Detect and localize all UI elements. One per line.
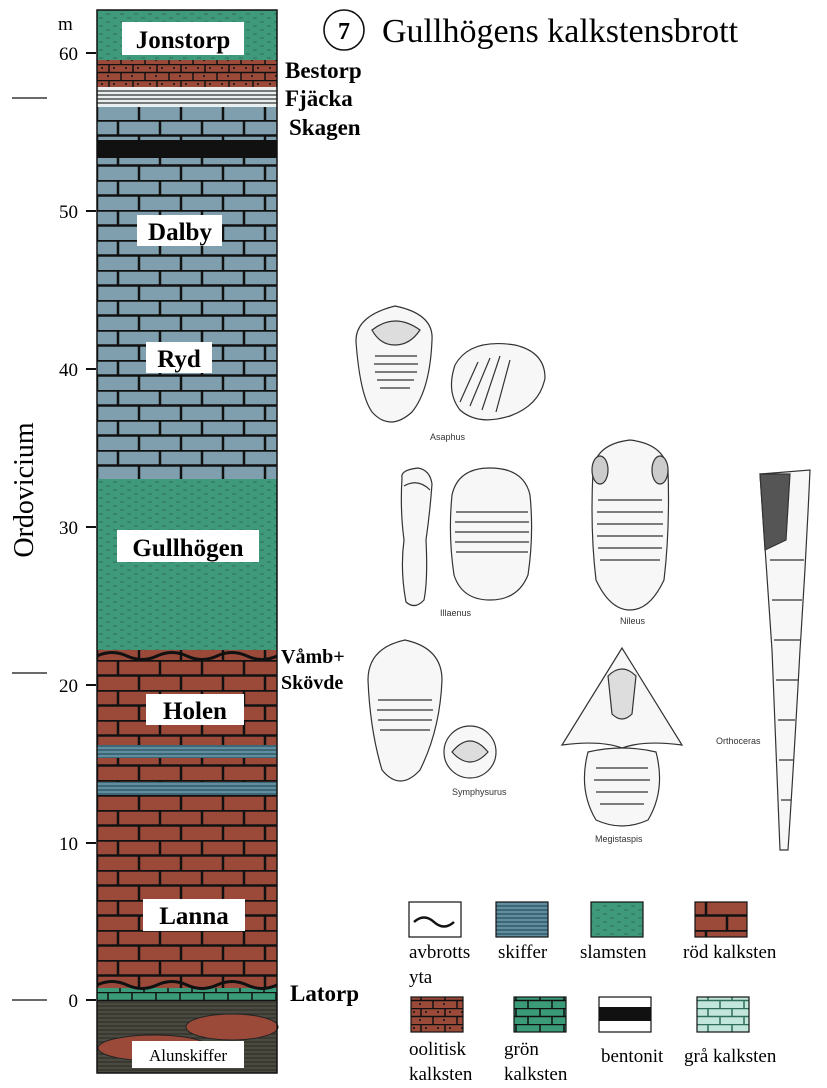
formation-label-alunskiffer: Alunskiffer bbox=[149, 1046, 227, 1065]
depth-axis: m 0 10 20 30 40 50 60 Ordovicium bbox=[9, 14, 96, 1012]
label-box bbox=[117, 530, 259, 562]
legend-label-gron-2: kalksten bbox=[504, 1064, 568, 1085]
fossil-caption-symphysurus: Symphysurus bbox=[452, 787, 507, 797]
legend-item-gra-kalksten: grå kalksten bbox=[684, 996, 777, 1067]
period-label: Ordovicium bbox=[9, 422, 40, 558]
legend: avbrotts yta skiffer slamsten röd kalkst… bbox=[408, 901, 777, 1085]
tick-label-50: 50 bbox=[59, 202, 78, 223]
legend-label-oolitisk-2: kalksten bbox=[409, 1064, 473, 1085]
legend-item-oolitisk-kalksten: oolitisk kalksten bbox=[409, 996, 473, 1085]
layer-gullhogen bbox=[97, 479, 277, 650]
alum-concretion bbox=[185, 1013, 279, 1041]
layer-bestorp bbox=[97, 60, 277, 87]
fossil-nileus: Nileus bbox=[591, 439, 670, 626]
fossil-illaenus: Illaenus bbox=[400, 467, 533, 618]
fossil-orthoceras: Orthoceras bbox=[716, 469, 811, 851]
legend-label-oolitisk: oolitisk bbox=[409, 1039, 467, 1060]
tick-label-40: 40 bbox=[59, 360, 78, 381]
layer-gray-limestone bbox=[97, 107, 277, 479]
formation-label-gullhogen: Gullhögen bbox=[132, 535, 243, 562]
fossil-illustrations: Asaphus Illaenus Nileus Orthoceras bbox=[355, 305, 811, 851]
legend-label-bentonit: bentonit bbox=[601, 1046, 664, 1067]
fossil-caption-illaenus: Illaenus bbox=[440, 608, 472, 618]
formation-label-latorp: Latorp bbox=[290, 981, 359, 1006]
fossil-symphysurus: Symphysurus bbox=[367, 639, 507, 797]
column-frame bbox=[96, 9, 278, 1074]
legend-item-gron-kalksten: grön kalksten bbox=[504, 996, 568, 1085]
tick-label-30: 30 bbox=[59, 518, 78, 539]
layer-fjacka bbox=[97, 87, 277, 107]
legend-label-avbrottsyta-2: yta bbox=[409, 967, 433, 988]
label-box bbox=[146, 694, 244, 725]
formation-label-bestorp: Bestorp bbox=[285, 58, 362, 83]
legend-label-avbrottsyta: avbrotts bbox=[409, 942, 470, 963]
axis-unit: m bbox=[58, 14, 73, 35]
discontinuity-surface bbox=[96, 651, 278, 661]
legend-label-gron: grön bbox=[504, 1039, 539, 1060]
legend-item-bentonit: bentonit bbox=[598, 996, 664, 1067]
fossil-caption-nileus: Nileus bbox=[620, 616, 646, 626]
side-labels: Bestorp Fjäcka Skagen Våmb+ Skövde Lator… bbox=[281, 58, 362, 1006]
stratigraphic-column: Jonstorp Dalby Ryd Gullhögen Holen Lanna… bbox=[96, 9, 279, 1074]
formation-label-ryd: Ryd bbox=[157, 346, 201, 373]
layer-holen-interbed-1 bbox=[97, 745, 277, 758]
legend-item-rod-kalksten: röd kalksten bbox=[683, 901, 777, 963]
label-box bbox=[143, 899, 245, 931]
label-box bbox=[132, 1041, 244, 1068]
formation-label-holen: Holen bbox=[163, 698, 227, 725]
label-box bbox=[137, 215, 222, 246]
formation-label-dalby: Dalby bbox=[148, 219, 212, 246]
legend-label-rod-kalksten: röd kalksten bbox=[683, 942, 777, 963]
formation-label-fjacka: Fjäcka bbox=[285, 86, 353, 111]
layer-holen-interbed-2 bbox=[97, 782, 277, 795]
legend-label-slamsten: slamsten bbox=[580, 942, 647, 963]
axis-ticks bbox=[86, 52, 96, 1001]
label-box bbox=[122, 22, 244, 55]
formation-label-lanna: Lanna bbox=[159, 903, 229, 930]
legend-item-skiffer: skiffer bbox=[495, 901, 549, 963]
tick-label-20: 20 bbox=[59, 676, 78, 697]
tick-label-60: 60 bbox=[59, 44, 78, 65]
formation-label-skovde: Skövde bbox=[281, 672, 343, 694]
title-block: 7 Gullhögens kalkstensbrott bbox=[323, 9, 739, 51]
legend-label-gra-kalksten: grå kalksten bbox=[684, 1046, 777, 1067]
formation-label-skagen: Skagen bbox=[289, 115, 361, 140]
legend-item-slamsten: slamsten bbox=[580, 901, 647, 963]
tick-label-0: 0 bbox=[69, 991, 79, 1012]
layer-bentonite bbox=[97, 140, 277, 158]
locality-number: 7 bbox=[338, 19, 350, 45]
legend-label-skiffer: skiffer bbox=[498, 942, 548, 963]
tick-label-10: 10 bbox=[59, 834, 78, 855]
formation-label-vamb: Våmb+ bbox=[281, 646, 345, 668]
locality-number-circle bbox=[323, 9, 365, 51]
fossil-caption-orthoceras: Orthoceras bbox=[716, 736, 761, 746]
layer-fjacka-lines bbox=[97, 90, 277, 104]
label-box bbox=[146, 342, 212, 373]
fossil-caption-asaphus: Asaphus bbox=[430, 432, 466, 442]
fossil-asaphus: Asaphus bbox=[355, 305, 546, 442]
legend-item-avbrottsyta: avbrotts yta bbox=[408, 901, 470, 988]
fossil-megistaspis: Megistaspis bbox=[560, 646, 684, 844]
page-title: Gullhögens kalkstensbrott bbox=[382, 13, 739, 50]
formation-label-jonstorp: Jonstorp bbox=[136, 27, 230, 54]
discontinuity-surface bbox=[96, 980, 278, 990]
fossil-caption-megistaspis: Megistaspis bbox=[595, 834, 643, 844]
layer-latorp bbox=[97, 988, 277, 1001]
